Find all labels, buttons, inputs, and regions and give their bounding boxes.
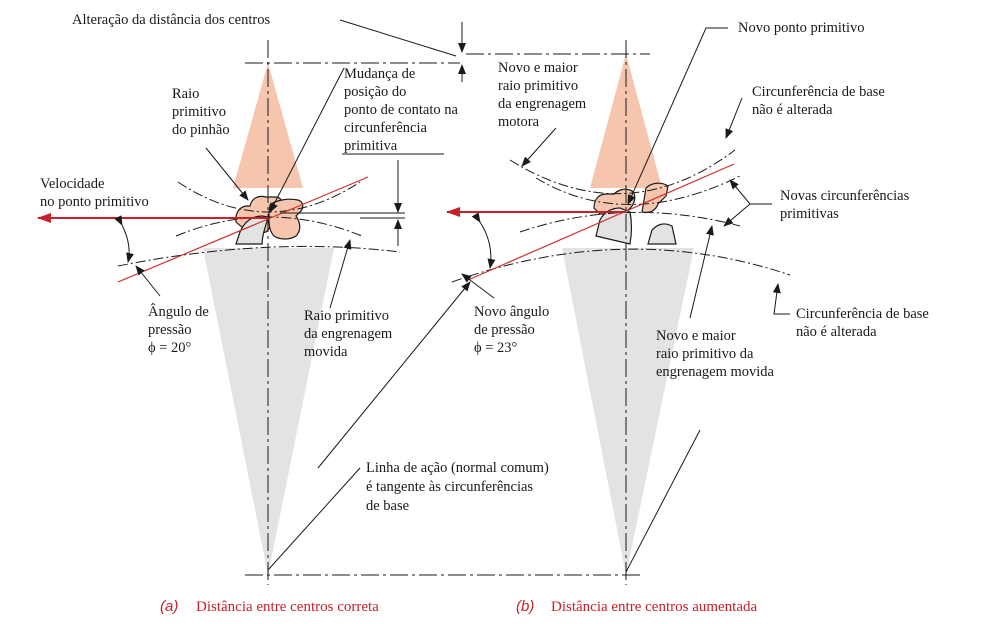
shift-label-leader bbox=[269, 67, 345, 213]
gear-base-circle-b bbox=[451, 248, 791, 283]
line-of-action-leader-c bbox=[625, 429, 701, 573]
driven-gear-sector-b bbox=[562, 248, 694, 575]
caption-a-letter: (a) bbox=[160, 598, 178, 615]
new-pitch-point-leader bbox=[627, 27, 728, 205]
label-pinion-radius: Raio primitivo do pinhão bbox=[172, 86, 230, 138]
panel-b bbox=[317, 19, 791, 585]
line-of-action-leader-a bbox=[267, 467, 361, 571]
driven-radius-leader bbox=[329, 239, 352, 309]
new-driven-radius-leader bbox=[689, 225, 714, 319]
caption-b-letter: (b) bbox=[516, 598, 534, 615]
captions: (a) Distância entre centros correta (b) … bbox=[160, 598, 757, 615]
driven-gear-tooth-b bbox=[595, 207, 633, 245]
label-driven-radius: Raio primitivo da engrenagem movida bbox=[304, 308, 396, 360]
driven-gear-tooth-c bbox=[647, 223, 677, 245]
label-line-of-action: Linha de ação (normal comum) é tangente … bbox=[366, 460, 552, 514]
base-circle-bottom-leader bbox=[772, 283, 790, 315]
gear-pitch-circle-a bbox=[175, 216, 363, 237]
pressure-angle-arc-a bbox=[114, 215, 134, 263]
pinion-pitch-circle-b bbox=[535, 175, 741, 205]
label-pressure-angle-a: Ângulo de pressão ϕ = 20° bbox=[148, 303, 212, 356]
pinion-radius-leader bbox=[205, 147, 249, 201]
pressure-angle-leader-b bbox=[461, 273, 495, 299]
label-new-pitch-point: Novo ponto primitivo bbox=[738, 20, 864, 36]
label-base-circle-top: Circunferência de base não é alterada bbox=[752, 84, 888, 118]
text-labels: Alteração da distância dos centros Mudan… bbox=[40, 12, 932, 514]
line-of-action-a bbox=[117, 176, 369, 283]
label-contact-shift: Mudança de posição do ponto de contato n… bbox=[344, 66, 462, 154]
gear-base-circle-a bbox=[117, 245, 401, 267]
label-new-pitch-circles: Novas circunferências primitivas bbox=[780, 188, 913, 222]
pressure-angle-arc-b bbox=[471, 212, 496, 269]
new-pitch-circles-leader-2 bbox=[723, 203, 751, 227]
new-driver-radius-leader bbox=[521, 127, 557, 167]
pinion-sector-a bbox=[233, 63, 303, 188]
label-new-driver-radius: Novo e maior raio primitivo da engrenage… bbox=[498, 60, 590, 130]
panel-a bbox=[37, 40, 640, 585]
label-new-driven-radius: Novo e maior raio primitivo da engrenage… bbox=[656, 328, 775, 380]
caption-b-text: Distância entre centros aumentada bbox=[551, 599, 757, 615]
gear-pitch-circle-b bbox=[519, 211, 741, 233]
caption-a-text: Distância entre centros correta bbox=[196, 599, 379, 615]
line-of-action-leader-b bbox=[317, 281, 471, 469]
label-velocity: Velocidade no ponto primitivo bbox=[40, 176, 149, 210]
pressure-angle-leader-a bbox=[135, 265, 161, 297]
pinion-pitch-circle-a bbox=[177, 181, 361, 213]
new-pitch-circles-leader bbox=[729, 179, 772, 205]
base-circle-top-leader bbox=[725, 97, 743, 139]
label-base-circle-bottom: Circunferência de base não é alterada bbox=[796, 306, 932, 340]
line-of-action-b bbox=[467, 163, 735, 281]
label-new-pressure-angle: Novo ângulo de pressão ϕ = 23° bbox=[474, 304, 553, 356]
center-change-leader bbox=[339, 19, 457, 57]
label-center-change: Alteração da distância dos centros bbox=[72, 12, 270, 28]
